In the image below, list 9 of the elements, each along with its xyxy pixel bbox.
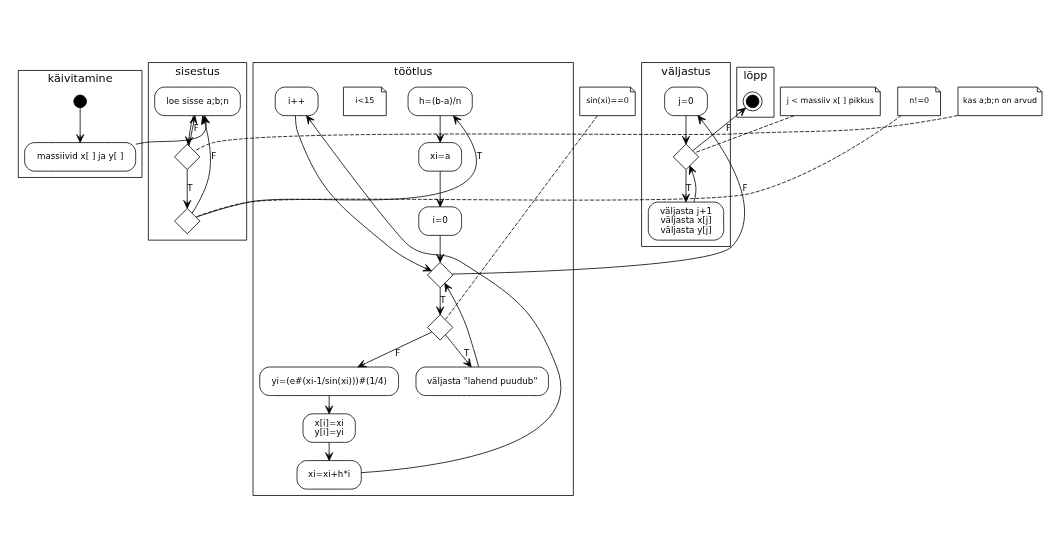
- edge-label: F: [725, 123, 731, 134]
- edge-label: F: [742, 182, 748, 193]
- edge-label: F: [211, 151, 217, 162]
- edge-label: F: [395, 347, 401, 358]
- edge-label: T: [464, 347, 470, 358]
- edge-label: T: [476, 151, 483, 162]
- edge-label: T: [686, 182, 692, 193]
- edge-label: F: [193, 123, 199, 134]
- edge-label: T: [440, 295, 446, 306]
